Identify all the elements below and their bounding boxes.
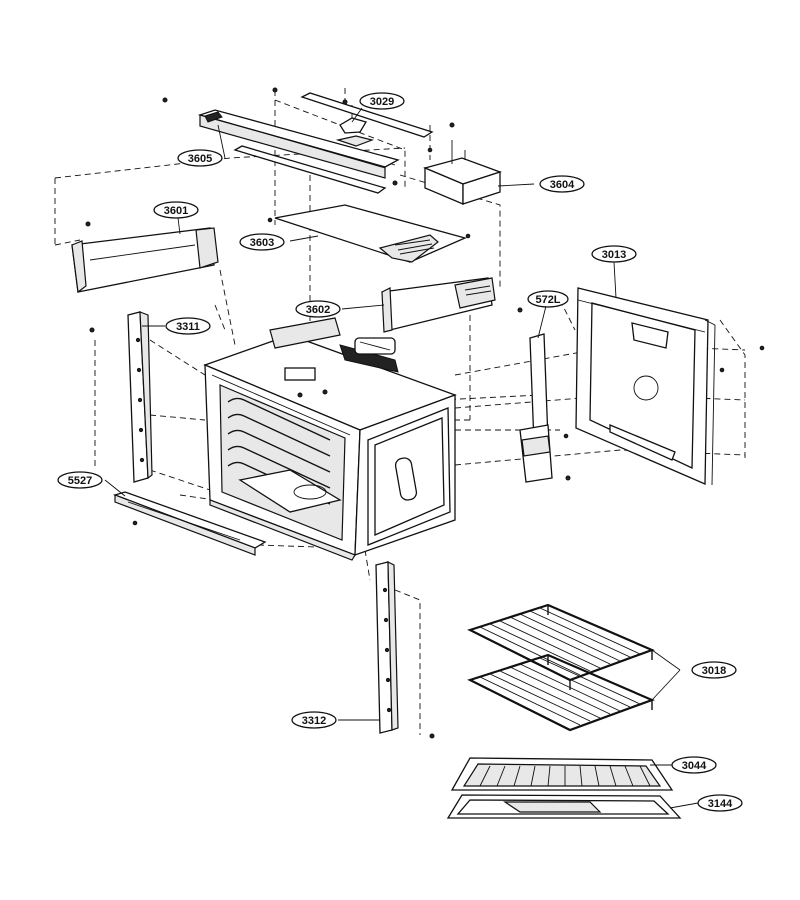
part-572L-bracket (519, 333, 571, 483)
part-3013-back-panel (575, 287, 765, 486)
part-3602-panel (381, 277, 523, 333)
label-3604-text: 3604 (550, 179, 575, 191)
part-5527-bottom-rail (112, 491, 267, 556)
part-3601-side-panel (71, 221, 219, 294)
label-5527: 5527 (57, 471, 103, 489)
label-3601-text: 3601 (164, 205, 188, 217)
part-3311-left-bracket (89, 311, 153, 483)
label-3603-text: 3603 (250, 237, 274, 249)
label-3029: 3029 (359, 92, 405, 110)
part-3044-broil-grid (450, 757, 674, 791)
label-3044: 3044 (671, 756, 717, 774)
part-3018-oven-racks (467, 603, 655, 732)
leader-lines (104, 107, 699, 809)
part-3605-top-channel (162, 97, 400, 186)
label-3144-text: 3144 (708, 798, 733, 810)
part-3312-bottom-bracket (375, 561, 435, 739)
label-3018: 3018 (691, 661, 737, 679)
label-3144: 3144 (697, 794, 743, 812)
part-3604-box (423, 122, 502, 205)
label-3312-text: 3312 (302, 715, 326, 727)
label-3605-text: 3605 (188, 153, 212, 165)
label-3601: 3601 (153, 201, 199, 219)
label-3311: 3311 (165, 317, 211, 335)
part-3603-plate (267, 204, 471, 263)
label-3044-text: 3044 (682, 760, 707, 772)
oven-cavity-body (203, 317, 457, 561)
label-5527-text: 5527 (68, 475, 92, 487)
label-3603: 3603 (239, 233, 285, 251)
part-3144-broil-pan (446, 794, 682, 819)
label-3602: 3602 (295, 300, 341, 318)
label-572L-text: 572L (535, 294, 560, 306)
label-3605: 3605 (177, 149, 223, 167)
label-3013: 3013 (591, 245, 637, 263)
label-3013-text: 3013 (602, 249, 626, 261)
label-3602-text: 3602 (306, 304, 330, 316)
label-3312: 3312 (291, 711, 337, 729)
label-3029-text: 3029 (370, 96, 394, 108)
label-3311-text: 3311 (176, 321, 200, 333)
label-3604: 3604 (539, 175, 585, 193)
label-572L: 572L (527, 290, 569, 308)
label-3018-text: 3018 (702, 665, 726, 677)
